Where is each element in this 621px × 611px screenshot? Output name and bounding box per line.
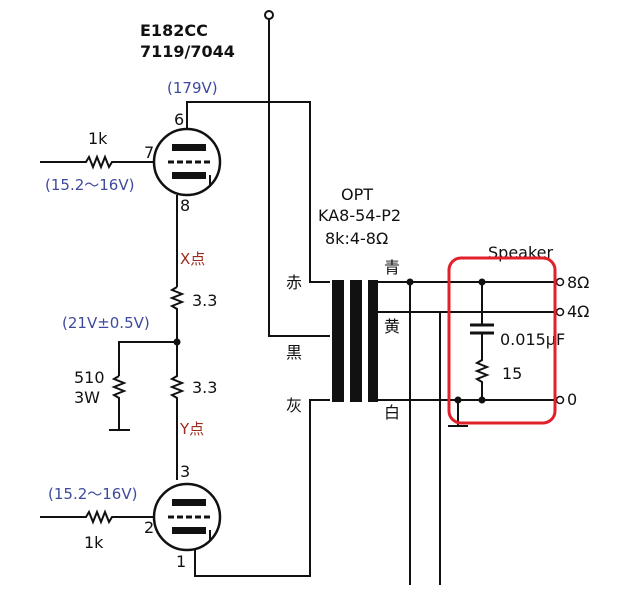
upper-plate-pin: 6: [174, 110, 184, 129]
wire-white: 白: [384, 403, 400, 422]
x-point-label: X点: [180, 250, 205, 268]
lower-grid-resistor: [40, 509, 154, 525]
upper-cathode-resistor-label: 3.3: [192, 291, 217, 310]
lower-cathode-resistor-label: 3.3: [192, 378, 217, 397]
bleeder-resistor: [109, 375, 130, 431]
mid-voltage-label: (21V±0.5V): [62, 314, 150, 332]
upper-cathode-pin: 8: [180, 196, 190, 215]
wire-red: 赤: [286, 273, 302, 292]
lower-grid-resistor-label: 1k: [84, 533, 104, 552]
wire-blue: 青: [384, 258, 400, 277]
lower-tube: [152, 482, 222, 552]
lower-cathode-pin: 1: [176, 552, 186, 571]
upper-cathode-resistor: [169, 286, 185, 342]
output-transformer: [332, 280, 378, 402]
lower-plate-pin: 3: [180, 462, 190, 481]
opt-model: KA8-54-P2: [318, 206, 401, 225]
wire-yellow: 黄: [384, 317, 400, 336]
opt-label: OPT: [341, 185, 373, 204]
tube-alt-types-label: 7119/7044: [140, 42, 235, 61]
zobel-network: [448, 278, 494, 427]
highlight-box: [447, 256, 557, 425]
tube-type-label: E182CC: [140, 21, 208, 40]
lower-grid-pin: 2: [144, 518, 154, 537]
lower-grid-voltage: (15.2～16V): [48, 485, 137, 503]
upper-grid-resistor-label: 1k: [88, 129, 108, 148]
tap-4-label: 4Ω: [567, 302, 589, 321]
opt-impedance: 8k:4-8Ω: [325, 229, 388, 248]
upper-grid-voltage: (15.2～16V): [45, 176, 134, 194]
wire-gray: 灰: [286, 396, 302, 415]
bleeder-value: 510: [74, 368, 105, 387]
bleeder-power: 3W: [74, 388, 100, 407]
tap-8-label: 8Ω: [567, 273, 589, 292]
lower-cathode-resistor: [169, 342, 185, 480]
b-plus-terminal: [264, 10, 330, 337]
upper-grid-pin: 7: [144, 143, 154, 162]
upper-plate-voltage: (179V): [167, 79, 218, 97]
wire-black: 黒: [286, 343, 302, 362]
upper-grid-resistor: [40, 154, 154, 170]
tap-0-label: 0: [567, 390, 577, 409]
upper-tube: [152, 127, 222, 197]
zobel-resistor-label: 15: [502, 364, 522, 383]
zobel-capacitor-label: 0.015μF: [500, 330, 565, 349]
y-point-label: Y点: [179, 420, 204, 438]
